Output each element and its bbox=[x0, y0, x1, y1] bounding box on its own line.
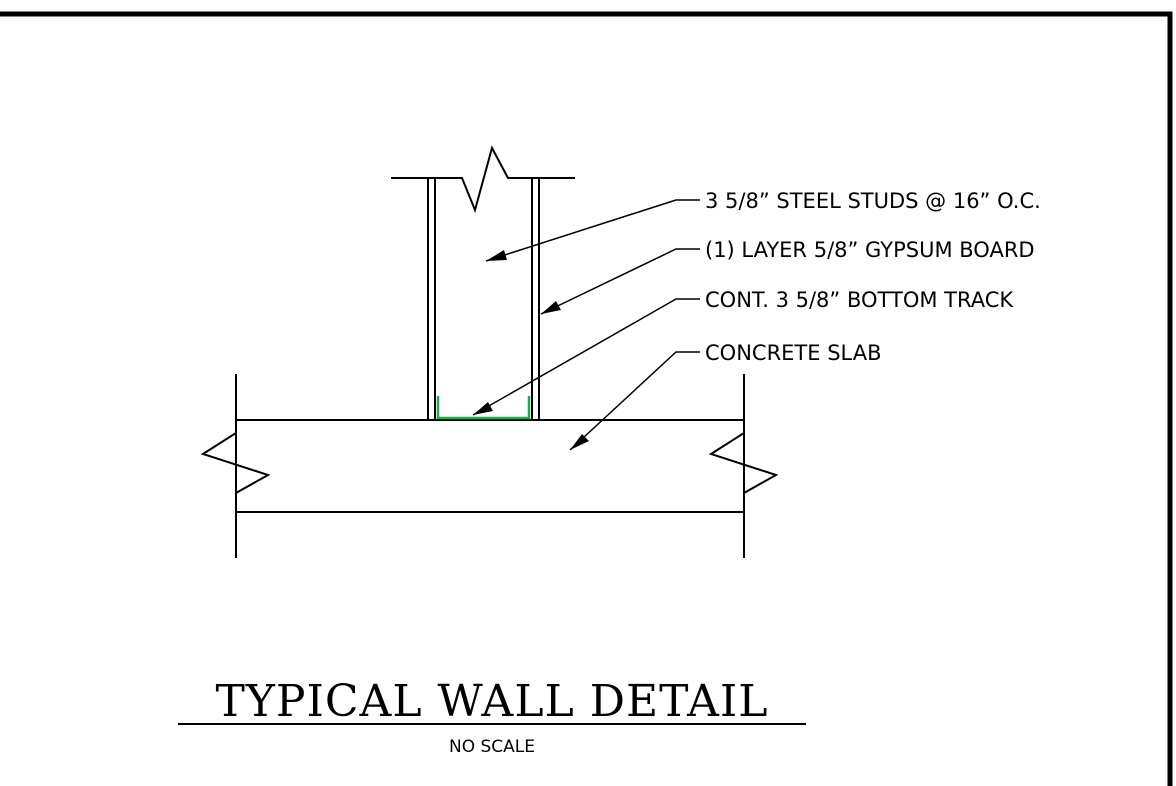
callout-studs: 3 5/8” STEEL STUDS @ 16” O.C. bbox=[705, 189, 1041, 213]
sheet-border bbox=[0, 11, 1173, 786]
stud-wall bbox=[391, 145, 575, 420]
callout-gypsum: (1) LAYER 5/8” GYPSUM BOARD bbox=[705, 238, 1035, 262]
concrete-slab bbox=[200, 374, 779, 558]
leader-gypsum bbox=[540, 248, 700, 315]
scale-note: NO SCALE bbox=[449, 737, 535, 757]
leader-track bbox=[472, 298, 700, 416]
leader-slab bbox=[569, 351, 700, 451]
slab-break-left bbox=[200, 420, 271, 512]
leader-lines bbox=[472, 199, 700, 451]
wall-break-line bbox=[391, 145, 575, 214]
bottom-track bbox=[436, 396, 531, 420]
leader-studs bbox=[485, 199, 700, 262]
callout-concrete-slab: CONCRETE SLAB bbox=[705, 341, 881, 365]
slab-break-right bbox=[708, 420, 779, 512]
detail-title: TYPICAL WALL DETAIL bbox=[216, 676, 769, 727]
callout-bottom-track: CONT. 3 5/8” BOTTOM TRACK bbox=[705, 288, 1014, 312]
